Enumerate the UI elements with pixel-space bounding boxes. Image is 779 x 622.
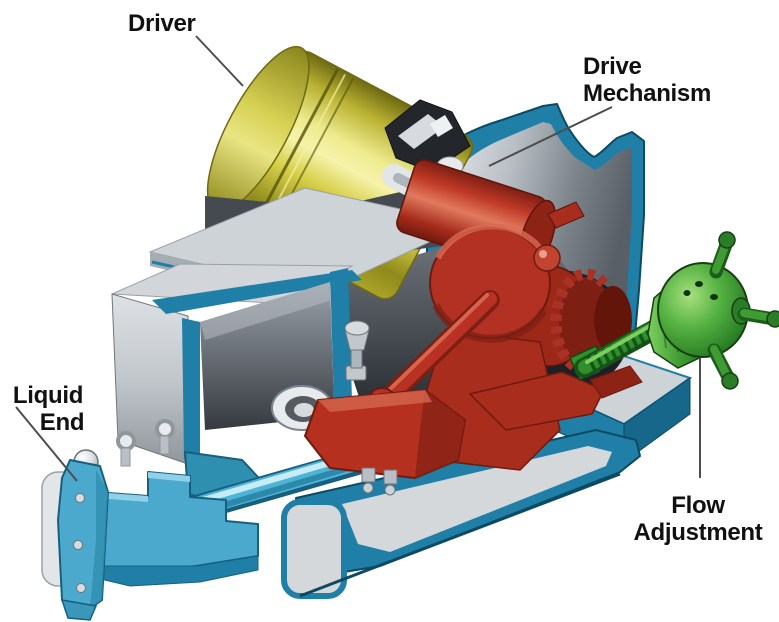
mech-base-bracket [468,371,606,431]
flow-adjustment-label-line1: Flow [671,492,725,519]
knob-dot [683,290,691,296]
crosshead-bolt-head [362,482,374,494]
ball-stud [533,244,561,272]
flange-foot [60,599,98,621]
liquid-end-label-line2: End [40,409,84,436]
ball-stud-highlight [539,250,547,258]
motor-groove [251,68,339,229]
knob-dot [695,281,703,287]
drive-mechanism-label-line1: Drive [583,53,642,80]
flange-bolt [76,583,86,593]
boss-inner-ring [294,403,314,417]
eye-pin-ring [116,431,136,451]
annotations: Driver Drive Mechanism Liquid End Flow A… [13,10,763,546]
flow-adjustment-label-line2: Adjustment [633,519,762,546]
box-cut-edge-top [152,270,362,314]
base-bottom-outline [299,472,621,598]
flow-adjustment [569,231,779,390]
valve-top [344,320,370,336]
base-cut-face [342,446,612,552]
eye-pin-stem [159,435,170,455]
drive-mechanism-label-line2: Mechanism [583,80,711,107]
base-foot [281,499,347,599]
crank-highlight [435,223,543,260]
liquid-end-label-line1: Liquid [13,382,83,409]
coupling-white-tab [430,115,453,137]
driver-leader-line [195,35,244,87]
liquid-end-leader-line [15,406,78,482]
crosshead-bolt [361,467,376,483]
crosshead-bolt-head [384,484,396,496]
drive-mechanism [303,159,643,496]
crosshead-side [415,390,465,478]
connecting-rod-highlight [381,293,489,398]
knob-spoke-bottom-face [710,345,731,380]
adjuster-shaft-threads [586,327,656,371]
valve-fitting [344,320,370,381]
driver-label: Driver [128,10,196,37]
crank-shade [432,303,548,343]
box-cut-edge-vertical [182,318,200,462]
eye-pin-stem [120,447,131,467]
valve-stem [350,347,363,369]
knob-spoke-cap [766,310,779,328]
body-top-face [96,492,148,502]
cylinder-tab [547,201,585,229]
crosshead-top-edge [318,390,432,412]
knob-spoke-cap [718,231,736,249]
body-top-face [148,472,190,482]
box-interior-highlight [200,282,332,340]
mech-base-bracket-right [589,365,643,399]
crosshead-bolt [383,469,398,485]
head-flange-shade [90,470,108,608]
liquid-end [41,419,259,621]
knob-dot [710,294,718,300]
drive-mechanism-leader-line [488,106,613,167]
eye-pin-ring [155,419,175,439]
flange-bolt [75,493,85,503]
flange-bolt [73,540,83,550]
connecting-rod [378,292,497,408]
knob-spoke-cap [721,372,739,390]
